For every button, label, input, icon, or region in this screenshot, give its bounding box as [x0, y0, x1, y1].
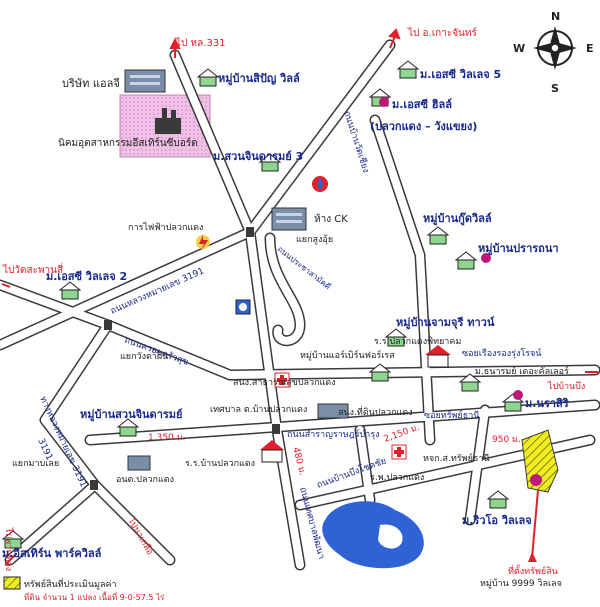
label-kaeng-sung: แยกสูงอุ้ย — [296, 234, 333, 245]
electricity-icon — [196, 235, 210, 251]
village-house-icon — [384, 328, 408, 347]
label-thanaram-court: ม.ธนารมย์ เดอะคัลเลอร์ — [475, 365, 569, 377]
distance-480: 480 ม. — [290, 446, 307, 476]
distance-2150: 2,150 ม. — [383, 423, 422, 445]
traffic-lights — [90, 227, 280, 490]
asset-pointer-line — [531, 489, 539, 559]
pink-marker-icon — [513, 390, 523, 400]
direction-nong-lat: ไป หล.331 — [175, 37, 226, 49]
school-icon — [260, 440, 284, 463]
label-suan-chindara-village: หมู่บ้านสวนจินดารมย์ — [80, 408, 182, 422]
village-house-icon — [396, 60, 420, 79]
lg-building-icon — [124, 69, 166, 93]
label-land-office: สนง.ที่ดินปลวกแดง — [338, 405, 413, 418]
label-village-9999: หมู่บ้าน 9999 วิลเลจ — [480, 578, 562, 589]
label-asset-location: ที่ตั้งทรัพย์สิน — [508, 564, 558, 577]
village-house-icon — [454, 251, 478, 270]
village-house-icon — [196, 68, 220, 87]
label-sc-village5: ม.เอสซี วิลเลจ 5 — [420, 68, 501, 81]
factory-icon — [155, 108, 181, 134]
label-sap-thani: หจก.ส.ทรัพย์ธานี — [423, 452, 490, 464]
asset-marker — [530, 474, 542, 486]
label-ck-mall: ห้าง CK — [314, 213, 348, 225]
compass-south: S — [551, 82, 559, 95]
label-sc-hill-area: (ปลวกแดง – วังแขยง) — [370, 120, 477, 133]
village-house-icon — [458, 373, 482, 392]
compass-east: E — [586, 42, 594, 55]
label-lg-company: บริษัท แอลจี — [62, 77, 120, 90]
label-prattana-village: หมู่บ้านปรารถนา — [478, 242, 559, 256]
pond-island — [378, 524, 403, 549]
label-narasiri: ม.นราสิริ — [525, 397, 569, 410]
health-cross-icon — [274, 372, 290, 388]
road-soi-sap: ซอยทรัพย์ธานี — [424, 409, 479, 421]
asset-pointer-arrow — [528, 552, 537, 562]
traffic-light-icon — [90, 480, 98, 490]
label-hospital: ร.พ.ปลวกแดง — [370, 473, 424, 483]
traffic-light-icon — [246, 227, 254, 237]
label-health-office: สนง.สาธารณสุขปลวกแดง — [233, 378, 336, 388]
land-office-icon — [317, 403, 349, 419]
label-eastern-park: ม.อีสเทิร์น พาร์ควิลล์ — [2, 547, 102, 560]
label-jamjuree-town: หมู่บ้านจามจุรี ทาวน์ — [396, 316, 495, 330]
village-house-icon — [116, 418, 140, 437]
label-gooddee-village: หมู่บ้านกู๊ดวิลล์ — [423, 212, 492, 226]
label-industrial-estate: นิคมอุตสาหกรรมอีสเทิร์นซีบอร์ด — [58, 137, 198, 149]
pink-marker-icon — [379, 97, 389, 107]
road-soi-rueang: ซอยเรืองรองรุ่งโรจน์ — [462, 347, 542, 359]
label-municipality: เทศบาล ต.บ้านปลวกแดง — [210, 404, 307, 415]
label-district-office: อนต.ปลวกแดง — [116, 475, 174, 485]
direction-arrows — [1, 28, 598, 566]
village-house-icon — [258, 153, 282, 172]
village-house-icon — [368, 363, 392, 382]
village-icons — [1, 60, 525, 549]
legend-asset-label: ทรัพย์สินที่ประเมินมูลค่า — [24, 577, 117, 590]
direction-ban-bueng: ไปบ้านบึง — [547, 381, 585, 392]
label-pitayakom-school: ร.ร.ปลวกแดงพิทยาคม — [374, 336, 461, 347]
label-mab-yai: แยกมาบเลย — [12, 459, 59, 469]
label-sinyaan-villas: หมู่บ้านสิปัญ วิลล์ — [218, 72, 300, 86]
village-house-icon — [1, 530, 25, 549]
compass-west: W — [513, 42, 525, 55]
bank-icon — [235, 299, 251, 315]
legend-asset-sub: ที่ดิน จำนวน 1 แปลง เนื้อที่ 9-0-57.5 ไร… — [24, 591, 165, 602]
label-sc-hill: ม.เอสซี ฮิลล์ — [392, 98, 452, 111]
road-network — [0, 39, 600, 571]
hospital-cross-icon — [391, 444, 407, 460]
pink-marker-icon — [481, 253, 491, 263]
label-ploa-school: ร.ร.บ้านปลวกแดง — [185, 458, 255, 469]
village-house-icon — [58, 281, 82, 300]
direction-phan-thong: ไปพานทอง — [3, 527, 14, 571]
legend-swatch — [3, 576, 21, 590]
gas-station-icon — [312, 176, 328, 192]
compass-north: N — [551, 10, 560, 23]
direction-ko-chan: ไป อ.เกาะจันทร์ — [407, 27, 477, 39]
mall-building-icon — [271, 207, 307, 231]
label-electricity: การไฟฟ้าปลวกแดง — [128, 222, 203, 233]
distance-1350: 1,350 ม. — [148, 433, 185, 443]
school-icon — [425, 345, 451, 368]
distance-950: 950 ม. — [492, 435, 521, 445]
compass-icon — [533, 26, 577, 70]
direction-saphan-si: ไปวัดสะพานสี่ — [2, 262, 63, 276]
label-riviera-village: ม.ริวโอ วิลเลจ — [462, 513, 532, 527]
village-house-icon — [426, 226, 450, 245]
village-house-icon — [486, 490, 510, 509]
pond — [322, 501, 424, 569]
asset-plot — [521, 429, 559, 493]
road-sam-phan: ถนนสำราญราษฎร์บำรุง — [287, 428, 380, 440]
traffic-light-icon — [104, 320, 112, 330]
traffic-light-icon — [272, 424, 280, 434]
label-suan-chindara3: ม.สวนจินดารมย์ 3 — [213, 150, 303, 163]
label-air-view: หมู่บ้านแอร์เบิร์นฟอร์เรส — [300, 349, 395, 361]
label-sc-village2: ม.เอสซี วิลเลจ 2 — [46, 270, 127, 283]
road-ban-watchiang: ถนนบ้านวัดเชียง — [341, 110, 371, 175]
district-office-icon — [127, 455, 151, 471]
label-wang-tan: แยกวังตาฝิน — [120, 351, 168, 362]
pink-markers — [379, 97, 523, 400]
